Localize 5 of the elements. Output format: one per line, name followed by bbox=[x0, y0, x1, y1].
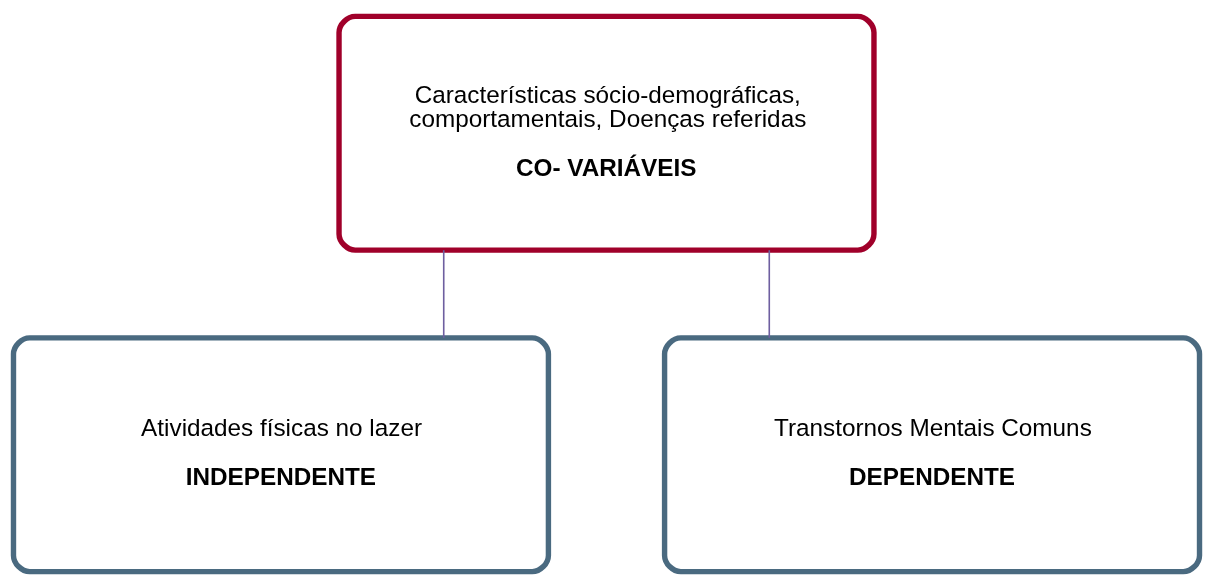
connector bbox=[442, 249, 445, 339]
node-box: Transtornos Mentais Comuns DEPENDENTE bbox=[661, 335, 1203, 575]
node-box: Atividades físicas no lazer INDEPENDENTE bbox=[10, 335, 552, 575]
connector bbox=[768, 249, 771, 339]
node-box: Características sócio-demográficas, comportamentais, Doenças referidas CO- VARIÁVEIS bbox=[336, 13, 877, 253]
